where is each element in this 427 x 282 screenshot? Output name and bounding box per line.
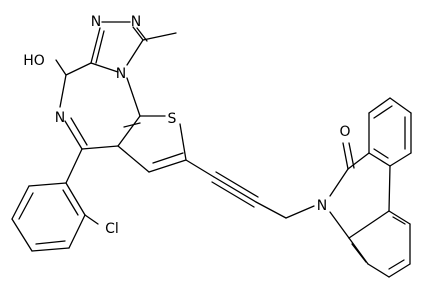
bond [31, 247, 70, 252]
propargyl-linker [185, 159, 315, 219]
atom-label-s: S [168, 111, 177, 127]
bond [388, 263, 411, 278]
bond [347, 152, 370, 170]
bond [126, 77, 141, 117]
bond [179, 123, 187, 161]
bond [28, 182, 67, 187]
bond [368, 152, 391, 167]
triple-bond [213, 176, 257, 203]
atom-label-n: N [116, 66, 126, 82]
bond [136, 27, 148, 42]
triple-bond [211, 181, 255, 208]
bond [351, 243, 367, 263]
bond [117, 115, 141, 147]
bond [59, 74, 67, 108]
diazepine-ring [55, 59, 141, 150]
atom-label-n: N [131, 14, 141, 30]
bond [373, 105, 393, 119]
atom-label-n: N [317, 198, 327, 214]
bond [368, 97, 391, 114]
bond [64, 120, 83, 150]
bond [123, 122, 141, 128]
bond [185, 159, 215, 178]
bond [90, 62, 119, 73]
bond [55, 59, 67, 76]
bond [11, 185, 30, 220]
bond [388, 259, 405, 270]
bond [348, 210, 390, 239]
bond [84, 214, 99, 225]
bond [35, 240, 66, 245]
bond [388, 165, 391, 212]
bond [285, 205, 315, 219]
bond [342, 142, 349, 170]
bond [95, 30, 105, 64]
bond [367, 263, 390, 278]
atom-label-n: N [91, 14, 101, 30]
bond [152, 152, 184, 164]
bond [65, 62, 92, 76]
atom-label-o: O [339, 124, 350, 140]
bond [117, 145, 150, 173]
bond [348, 142, 355, 169]
bond [90, 27, 101, 64]
bond [62, 189, 79, 216]
bond [329, 211, 350, 239]
chlorophenyl-ring [11, 148, 99, 252]
atom-label-cl: Cl [105, 221, 119, 237]
bond [70, 117, 88, 146]
atom-label-oh: HO [23, 53, 45, 69]
bond [329, 168, 349, 197]
atom-labels: N N N HO N S O N Cl [23, 14, 350, 237]
triazole-ring [90, 21, 177, 73]
bond [388, 210, 411, 225]
bond [148, 159, 187, 173]
bond [126, 39, 144, 66]
bond [373, 148, 389, 159]
bond [65, 148, 83, 184]
bond [11, 218, 33, 252]
bond [68, 214, 86, 249]
thiophene-ring [117, 115, 187, 173]
bond [65, 182, 86, 216]
bond [132, 26, 144, 41]
bond [389, 97, 412, 114]
triple-bond [215, 171, 259, 198]
phenanthridinone [329, 97, 412, 278]
methyl-bond [142, 32, 177, 41]
bond [389, 152, 412, 167]
bond [18, 192, 34, 220]
bond [255, 201, 287, 219]
bond [392, 216, 406, 225]
atom-label-n: N [55, 110, 65, 126]
bond [81, 145, 119, 150]
